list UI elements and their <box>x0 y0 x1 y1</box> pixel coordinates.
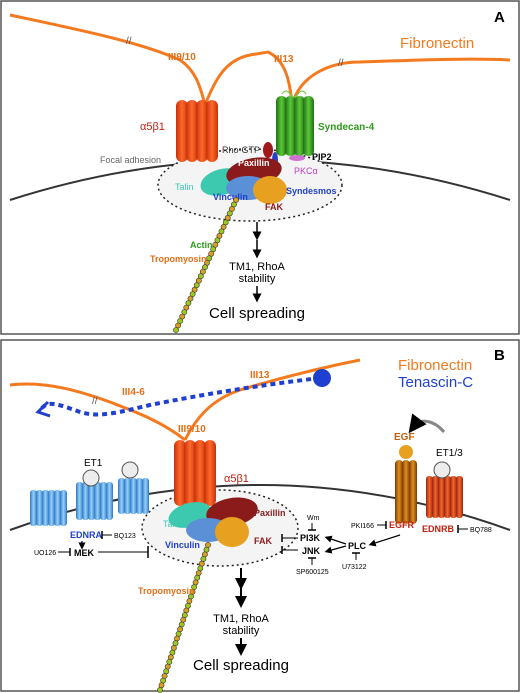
integrin-label-b: α5β1 <box>224 473 249 485</box>
integrin-label-a: α5β1 <box>140 121 165 133</box>
ednra-receptor-1 <box>30 490 67 526</box>
tenascin-arrow-b <box>35 400 51 418</box>
syndesmos-label-a: Syndesmos <box>286 186 337 196</box>
focal-adhesion-label-a: Focal adhesion <box>100 155 161 165</box>
iii13-label-a: III13 <box>274 54 294 65</box>
rho-gtp-a <box>263 142 273 158</box>
bq123-label: BQ123 <box>114 533 136 540</box>
pki166-label: PKI166 <box>351 523 374 530</box>
panel-a: A // // Fibronectin III9/10 III13 α5β1 S… <box>0 0 520 335</box>
tropomyosin-label-a: Tropomyosin <box>150 254 207 264</box>
ednrb-receptor <box>426 461 463 518</box>
syndecan4-a <box>276 90 314 156</box>
paxillin-label-b: Paxillin <box>254 508 286 518</box>
pip2-label-a: PIP2 <box>312 152 332 162</box>
fak-a <box>253 176 287 204</box>
egf-label: EGF <box>394 432 415 443</box>
iii910-label-b: III9/10 <box>178 424 206 435</box>
panel-b-label: B <box>494 347 505 364</box>
fibronectin-break-b1: // <box>92 396 98 407</box>
vinculin-label-a: Vinculin <box>213 192 248 202</box>
fibronectin-label-a: Fibronectin <box>400 35 474 52</box>
actin-b-bead <box>157 687 163 693</box>
tropomyosin-label-b: Tropomyosin <box>138 586 195 596</box>
mek-label: MEK <box>74 548 95 558</box>
fak-label-a: FAK <box>265 202 284 212</box>
et1-label: ET1 <box>84 458 103 469</box>
pkc-a <box>289 155 305 161</box>
plc-to-pi3k <box>324 535 347 545</box>
u0126-label: UO126 <box>34 550 56 557</box>
egfr-receptor <box>395 445 417 524</box>
talin-label-a: Talin <box>175 182 194 192</box>
talin-label-b: Talin <box>163 519 182 529</box>
tenascin-label-b: Tenascin-C <box>398 374 473 391</box>
pi3k-label: PI3K <box>300 533 321 543</box>
fibronectin-break-a2: // <box>338 58 344 69</box>
actin-filament-b <box>157 542 211 693</box>
fak-b <box>215 517 249 547</box>
ednra-label: EDNRA <box>70 530 103 540</box>
actin-filament-a <box>173 197 239 333</box>
actin-label-a: Actin <box>190 240 213 250</box>
egfr-to-plc <box>368 534 401 547</box>
tenascin-chain-b <box>38 376 321 417</box>
syndecan4-label-a: Syndecan-4 <box>318 122 375 133</box>
actin-a-bead <box>173 327 179 333</box>
ednrb-label: EDNRB <box>422 524 455 534</box>
outcome-line2-b: stability <box>223 625 260 637</box>
iii910-label-a: III9/10 <box>168 52 196 63</box>
rho-gtp-label-a: Rho-GTP <box>222 145 260 155</box>
sp600125-label: SP600125 <box>296 569 329 576</box>
outcome-line1-b: TM1, RhoA <box>213 613 269 625</box>
fibronectin-break-a1: // <box>126 36 132 47</box>
wm-label: Wm <box>307 515 320 522</box>
u73122-label: U73122 <box>342 564 367 571</box>
ednra-receptor-2 <box>76 469 113 520</box>
plc-to-jnk <box>324 545 347 554</box>
tenascin-knob-b <box>313 369 331 387</box>
iii46-label-b: III4-6 <box>122 387 145 398</box>
panel-b: B Fibronectin Tenascin-C // III4-6 III13… <box>0 339 520 693</box>
vinculin-label-b: Vinculin <box>165 540 200 550</box>
panel-a-label: A <box>494 9 505 26</box>
iii13-label-b: III13 <box>250 370 270 381</box>
et13-label: ET1/3 <box>436 448 463 459</box>
integrin-a5b1-b <box>174 440 216 506</box>
jnk-label: JNK <box>302 546 321 556</box>
fibronectin-fiber-a <box>9 13 511 106</box>
cell-spreading-a: Cell spreading <box>209 305 305 322</box>
fak-label-b: FAK <box>254 536 273 546</box>
paxillin-b <box>206 497 258 527</box>
pkc-label-a: PKCα <box>294 166 318 176</box>
plc-label: PLC <box>348 541 367 551</box>
paxillin-label-a: Paxillin <box>238 158 270 168</box>
ednra-receptor-3 <box>118 461 149 514</box>
outcome-line1-a: TM1, RhoA <box>229 261 285 273</box>
egf-binding-arrow <box>408 413 446 434</box>
bq788-label: BQ788 <box>470 527 492 534</box>
outcome-line2-a: stability <box>239 273 276 285</box>
integrin-a5b1-a <box>176 100 218 162</box>
cell-spreading-b: Cell spreading <box>193 657 289 674</box>
fibronectin-label-b: Fibronectin <box>398 357 472 374</box>
egfr-label: EGFR <box>389 520 415 530</box>
